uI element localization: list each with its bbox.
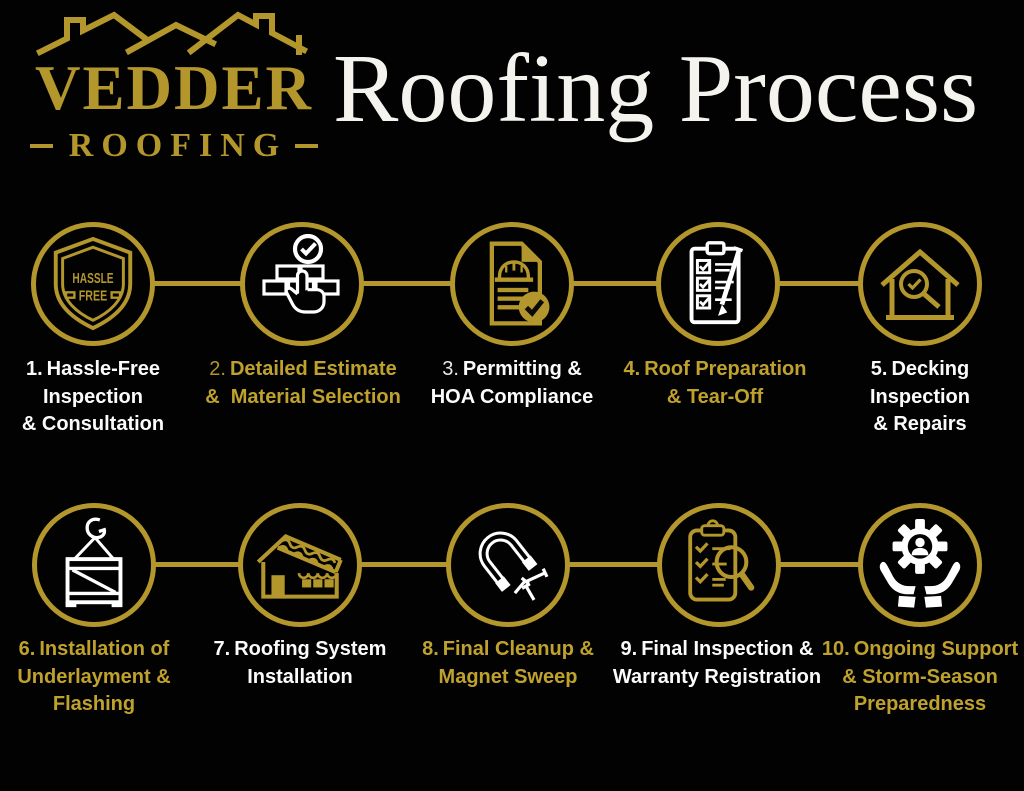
magnet-sweep-icon: [478, 531, 549, 601]
step-6-label: 6.Installation of Underlayment & Flashin…: [17, 638, 171, 715]
step-10-label: 10.Ongoing Support & Storm-Season Prepar…: [821, 638, 1019, 715]
step-8-circle: [446, 503, 570, 627]
underlayment-crate-icon: [65, 517, 123, 608]
step-1-label: 1.Hassle-Free Inspection & Consultation: [21, 358, 165, 435]
logo-dash-right: [295, 144, 318, 148]
roofing-install-house-icon: [256, 534, 343, 599]
step-7-circle: [238, 503, 362, 627]
step-10-circle: [858, 503, 982, 627]
hassle-free-shield-icon: HASSLE FREE: [53, 236, 133, 331]
step-9-circle: [657, 503, 781, 627]
permit-document-icon: [489, 241, 550, 326]
step-5-label: 5.Decking Inspection & Repairs: [869, 358, 970, 435]
step-7-label: 7.Roofing System Installation: [213, 638, 387, 688]
svg-text:FREE: FREE: [79, 289, 108, 305]
logo-company-name: VEDDER: [34, 53, 314, 123]
page-title: Roofing Process: [333, 35, 979, 143]
step-9-label: 9.Final Inspection & Warranty Registrati…: [612, 638, 822, 688]
step-2-circle: [240, 222, 364, 346]
step-8-label: 8.Final Cleanup & Magnet Sweep: [422, 638, 594, 688]
step-6-circle: [32, 503, 156, 627]
final-inspection-clipboard-icon: [688, 519, 755, 602]
vedder-roofline-icon: [36, 11, 308, 57]
step-3-circle: [450, 222, 574, 346]
ongoing-support-hands-icon: [879, 518, 961, 608]
step-2-label: 2.Detailed Estimate & Material Selection: [205, 358, 401, 408]
logo-dash-left: [30, 144, 53, 148]
step-5-circle: [858, 222, 982, 346]
step-1-circle: HASSLE FREE: [31, 222, 155, 346]
roof-prep-clipboard-icon: [689, 241, 744, 325]
svg-text:HASSLE: HASSLE: [72, 271, 113, 287]
decking-inspection-house-icon: [880, 248, 960, 320]
estimate-material-selection-icon: [262, 234, 340, 314]
step-3-label: 3.Permitting & HOA Compliance: [430, 358, 594, 408]
logo-subtitle: ROOFING: [30, 127, 318, 165]
step-4-circle: [656, 222, 780, 346]
step-4-label: 4.Roof Preparation & Tear-Off: [623, 358, 807, 408]
